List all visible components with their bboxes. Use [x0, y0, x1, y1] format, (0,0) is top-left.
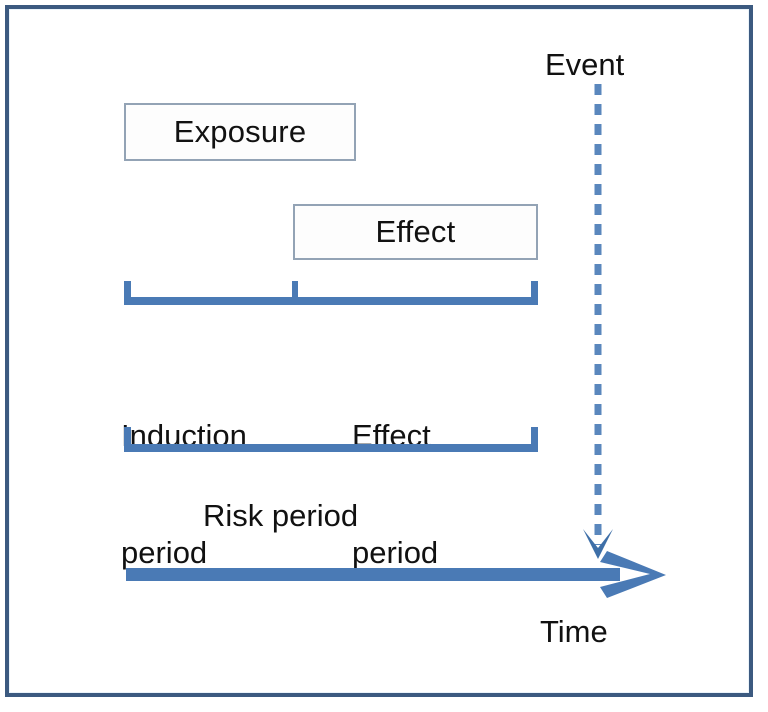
exposure-box-label: Exposure: [173, 114, 307, 149]
effect-box-label: Effect: [375, 214, 456, 249]
induction-period-label: Induction period: [121, 338, 247, 650]
effect-box: Effect: [293, 204, 538, 260]
effect-period-label-line2: period: [352, 535, 439, 570]
effect-period-label: Effect period: [352, 338, 438, 650]
induction-period-label-line1: Induction: [121, 418, 247, 453]
exposure-box: Exposure: [124, 103, 356, 161]
inner-frame-highlight: [9, 9, 749, 693]
effect-period-label-line1: Effect: [352, 418, 431, 453]
time-axis-label: Time: [540, 614, 608, 649]
risk-period-label: Risk period: [203, 498, 359, 533]
event-label: Event: [545, 47, 625, 82]
induction-period-label-line2: period: [121, 535, 208, 570]
